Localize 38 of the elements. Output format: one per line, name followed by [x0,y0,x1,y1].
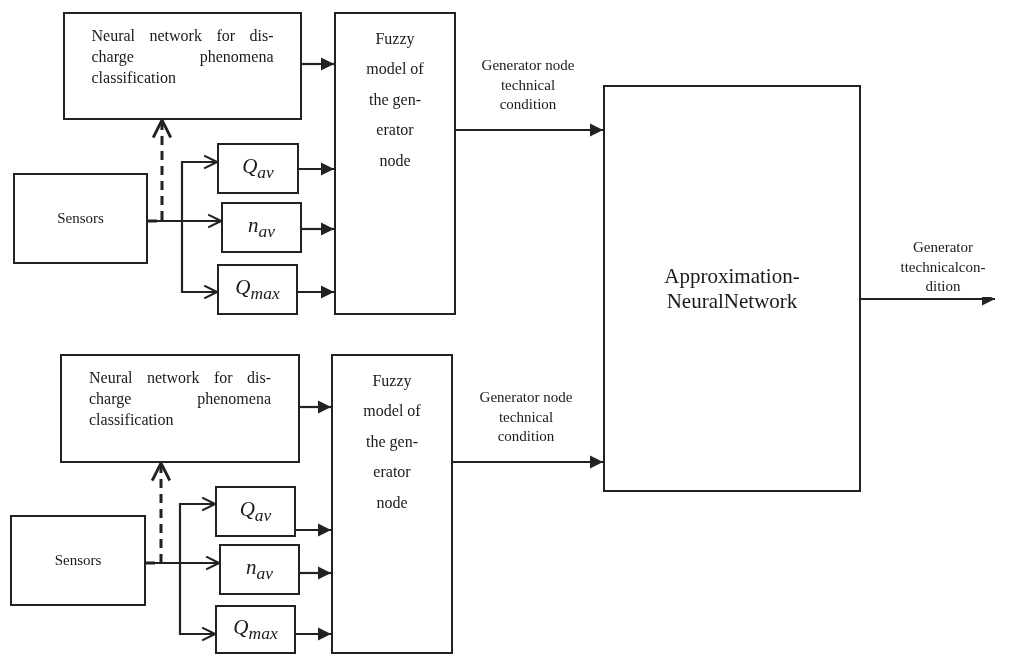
process-box [10,515,146,606]
variable-label: Q$_{av}$ [239,498,272,525]
process-box [215,605,296,654]
arrow [296,627,331,641]
arrow [298,285,334,299]
process-box [63,12,302,120]
variable-label: Q$_{max}$ [235,276,280,303]
process-box [331,354,453,654]
variable-label: Q$_{av}$ [242,155,274,182]
variable-label: Q$_{max}$ [233,616,278,643]
arrow [456,123,603,137]
process-box [215,486,296,537]
arrow [302,222,334,236]
box-label: Fuzzy model of the gen- erator node [362,371,422,513]
box-label: Neural network for dis- charge phenomena classification [91,26,274,88]
arrow [302,57,334,71]
box-label: Sensors [57,208,104,228]
process-box [334,12,456,315]
process-box [217,143,299,194]
variable-label: n$_{av}$ [248,214,275,241]
box-label: Approximation- NeuralNetwork [663,264,801,313]
process-box [221,202,302,253]
arrow [300,400,331,414]
variable-label: n$_{av}$ [246,556,273,583]
arrow [300,566,331,580]
arrow [296,523,331,537]
box-label: Sensors [54,550,102,570]
process-box [219,544,300,595]
process-box [60,354,300,463]
process-box [13,173,148,264]
dashed-arrow [146,461,172,565]
arrow [453,455,603,469]
process-box [217,264,298,315]
arrow [299,162,334,176]
box-label: Neural network for dis- charge phenomena classification [89,368,271,430]
box-label: Fuzzy model of the gen- erator node [365,29,425,171]
process-box [603,85,861,492]
dashed-arrow [148,118,173,223]
